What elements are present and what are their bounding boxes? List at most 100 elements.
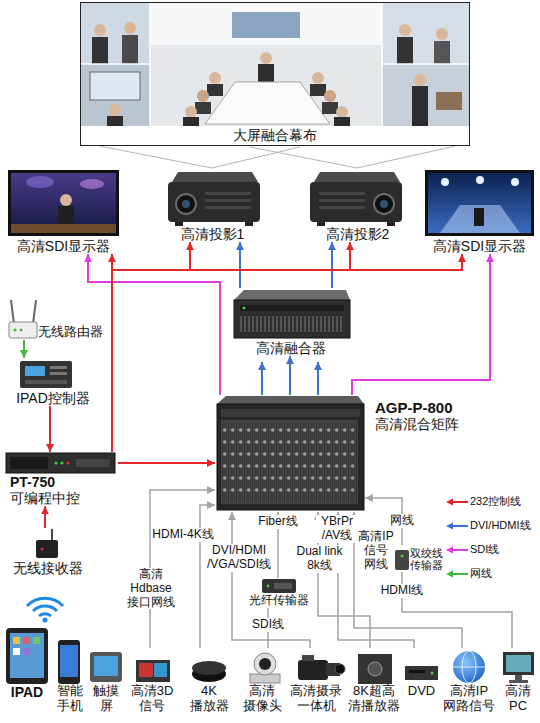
legend-text: 网线 [470, 566, 492, 581]
source-box: 高清 PC [500, 648, 536, 714]
source-box: 高清IP 网路信号 [441, 648, 497, 714]
legend-swatch [446, 521, 468, 531]
node-label: 高清 PC [500, 684, 536, 714]
node-label: 光纤传输器 [248, 594, 310, 608]
connector [354, 512, 462, 648]
node-label: AGP-P-800 [375, 399, 459, 416]
connector [23, 340, 25, 358]
projector-2 [310, 172, 402, 226]
control-box: PT-750可编程中控 [5, 452, 118, 506]
receiver-box: 无线接收器 [8, 528, 88, 576]
node-label: 高清摄录 一体机 [288, 684, 344, 714]
node-label: 8K超高 清播放器 [346, 684, 402, 714]
legend-swatch [446, 545, 468, 555]
projection-lines [212, 147, 357, 168]
connector [352, 254, 490, 395]
source-box: 高清摄录 一体机 [288, 648, 344, 714]
transmitter-box: 光纤传输器 [248, 578, 310, 608]
8k-player-icon [358, 654, 392, 684]
pc-icon [503, 652, 534, 683]
wifi-symbol [27, 598, 63, 622]
camera-icon [250, 653, 280, 683]
node-label: 高清融合器 [230, 340, 352, 356]
node-label: 大屏融合幕布 [81, 127, 469, 143]
source-box: 8K超高 清播放器 [346, 648, 402, 714]
projector-1 [168, 172, 260, 226]
display-box: 高清SDI显示器 [5, 168, 122, 254]
cable-label: Dual link 8k线 [293, 545, 346, 573]
phone-icon [58, 640, 80, 684]
ip-cloud-icon [453, 651, 485, 683]
connector [331, 242, 333, 288]
source-box: DVD [403, 648, 440, 699]
router-box: 无线路由器 [6, 296, 108, 340]
receiver-icon [36, 529, 58, 558]
source-box: 高清 摄像头 [238, 648, 286, 714]
node-label: 高清SDI显示器 [423, 238, 536, 254]
node-label: 高清投影2 [305, 226, 410, 242]
legend-row: SDI线 [446, 542, 499, 557]
cable-label: 高清 Hdbase 接口网线 [124, 568, 178, 609]
cable-label: HDMI-4K线 [151, 528, 214, 542]
controller-box: IPAD控制器 [8, 358, 98, 406]
source-box: 触摸 屏 [88, 648, 124, 714]
cable-label: HDMI线 [380, 584, 425, 598]
node-label: PT-750 [10, 474, 118, 490]
node-label: 高清3D 信号 [128, 684, 176, 714]
fuser-box: 高清融合器 [230, 288, 352, 356]
display-right [425, 170, 534, 236]
connector [289, 356, 291, 395]
control-unit [6, 453, 115, 473]
node-label: 无线接收器 [8, 560, 88, 576]
projector-box: 高清投影1 [160, 168, 265, 242]
display-left [8, 170, 119, 236]
node-label: 高清 摄像头 [238, 684, 286, 714]
node-label: 智能 手机 [53, 684, 87, 714]
legend-text: 232控制线 [470, 494, 521, 509]
cable-label: DVI/HDMI /VGA/SDI线 [206, 544, 272, 572]
ipad-icon [6, 628, 48, 684]
cable-label: YBrPr /AV线 [316, 515, 358, 543]
connector [112, 254, 462, 452]
connector [100, 146, 212, 168]
cable-label: Fiber线 [257, 515, 298, 529]
legend-text: SDI线 [470, 542, 499, 557]
source-box: 4K 播放器 [186, 648, 232, 714]
matrix-box: AGP-P-800高清混合矩阵 [215, 395, 365, 512]
router-icon [9, 300, 37, 338]
connector [200, 505, 215, 648]
connector [44, 506, 46, 528]
node-label: DVD [403, 684, 440, 699]
connector [232, 512, 310, 648]
node-label: IPAD [2, 684, 52, 700]
4k-player-icon [192, 661, 226, 682]
legend-text: DVI/HDMI线 [470, 518, 531, 533]
screen-picture [81, 3, 469, 126]
projector-box: 高清投影2 [305, 168, 410, 242]
dvd-icon [405, 666, 438, 680]
source-box: IPAD [2, 648, 52, 700]
node-label: 高清IP 网路信号 [441, 684, 497, 714]
legend-row: 232控制线 [446, 494, 521, 509]
twisted-pair-transmitter-icon [395, 550, 409, 570]
node-label: 4K 播放器 [186, 684, 232, 714]
fuser-device [234, 290, 350, 338]
transmitter-box: 双绞线 传输器 [394, 545, 444, 572]
connector [88, 254, 220, 395]
cable-label: 高清IP 信号 网线 [357, 530, 395, 571]
node-label: 高清混合矩阵 [375, 416, 459, 432]
node-label: IPAD控制器 [8, 390, 98, 406]
legend-swatch [446, 569, 468, 579]
connector [357, 146, 455, 168]
cable-label: SDI线 [251, 618, 285, 632]
node-label: 高清投影1 [160, 226, 265, 242]
node-label: 双绞线 传输器 [410, 547, 444, 572]
legend-swatch [446, 497, 468, 507]
camcorder-icon [298, 655, 345, 680]
legend-row: 网线 [446, 566, 492, 581]
